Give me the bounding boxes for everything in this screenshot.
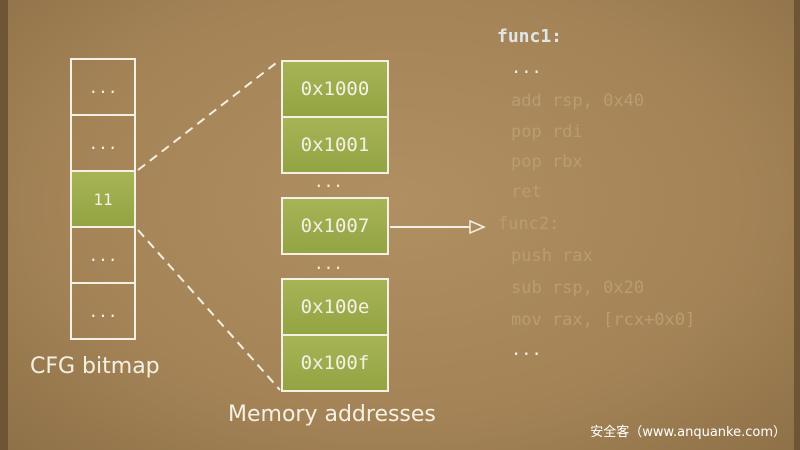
code-line: sub rsp, 0x20 [511, 278, 645, 298]
code-title: func1: [497, 26, 563, 47]
code-line: ret [511, 182, 542, 202]
bitmap-label: CFG bitmap [30, 354, 160, 379]
code-line: func2: [498, 214, 560, 234]
memory-cell-target: 0x1007 [281, 197, 389, 255]
memory-gap: ... [314, 172, 343, 191]
code-line: ... [511, 58, 542, 78]
memory-gap: ... [314, 254, 343, 273]
memory-cell: 0x1000 [281, 60, 389, 118]
memory-cell: 0x1001 [281, 116, 389, 174]
bitmap-cell: ... [70, 282, 136, 340]
watermark: 安全客（www.anquanke.com） [590, 425, 786, 440]
code-line: ... [511, 340, 542, 360]
code-line: pop rdi [511, 122, 583, 142]
memory-label: Memory addresses [228, 402, 436, 427]
code-line: mov rax, [rcx+0x0] [511, 310, 696, 330]
memory-cell: 0x100f [281, 334, 389, 392]
arrow-head-icon [469, 219, 486, 235]
dashed-line-bottom [137, 229, 281, 391]
code-line: push rax [511, 246, 593, 266]
connector-lines [137, 59, 486, 391]
dashed-line-top [137, 59, 281, 171]
memory-cell: 0x100e [281, 278, 389, 336]
code-line: pop rbx [511, 152, 583, 172]
code-line: add rsp, 0x40 [511, 91, 645, 111]
slide: ... ... 11 ... ... CFG bitmap 0x1000 0x1… [8, 0, 794, 450]
